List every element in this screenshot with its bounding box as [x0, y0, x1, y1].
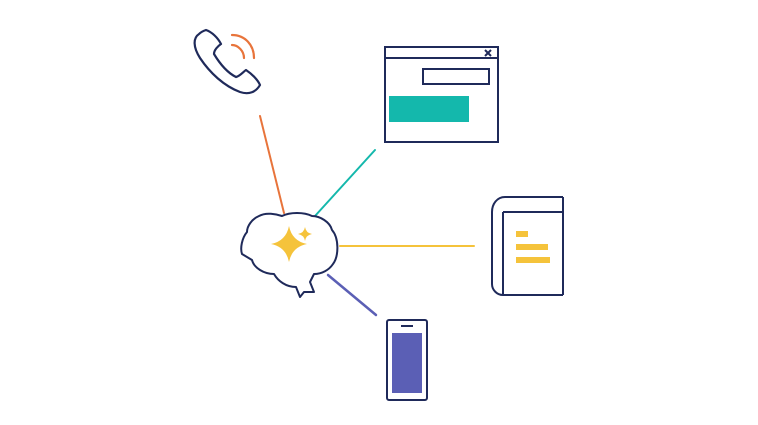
- brain-sparkle-icon: [240, 212, 339, 298]
- link-phone-call: [259, 115, 285, 214]
- small-sparkle: [298, 227, 312, 241]
- book-icon: [491, 196, 564, 296]
- mobile-screen: [392, 333, 422, 393]
- large-sparkle: [271, 226, 307, 262]
- mobile-phone-icon: [386, 319, 428, 401]
- window-content-block: [389, 96, 469, 122]
- link-browser-window: [314, 149, 376, 217]
- phone-call-icon: [193, 28, 262, 95]
- browser-window-icon: [384, 46, 499, 143]
- window-search-bar: [422, 68, 490, 85]
- connections: [259, 115, 475, 317]
- close-icon: [484, 49, 492, 57]
- link-mobile-device: [326, 273, 378, 317]
